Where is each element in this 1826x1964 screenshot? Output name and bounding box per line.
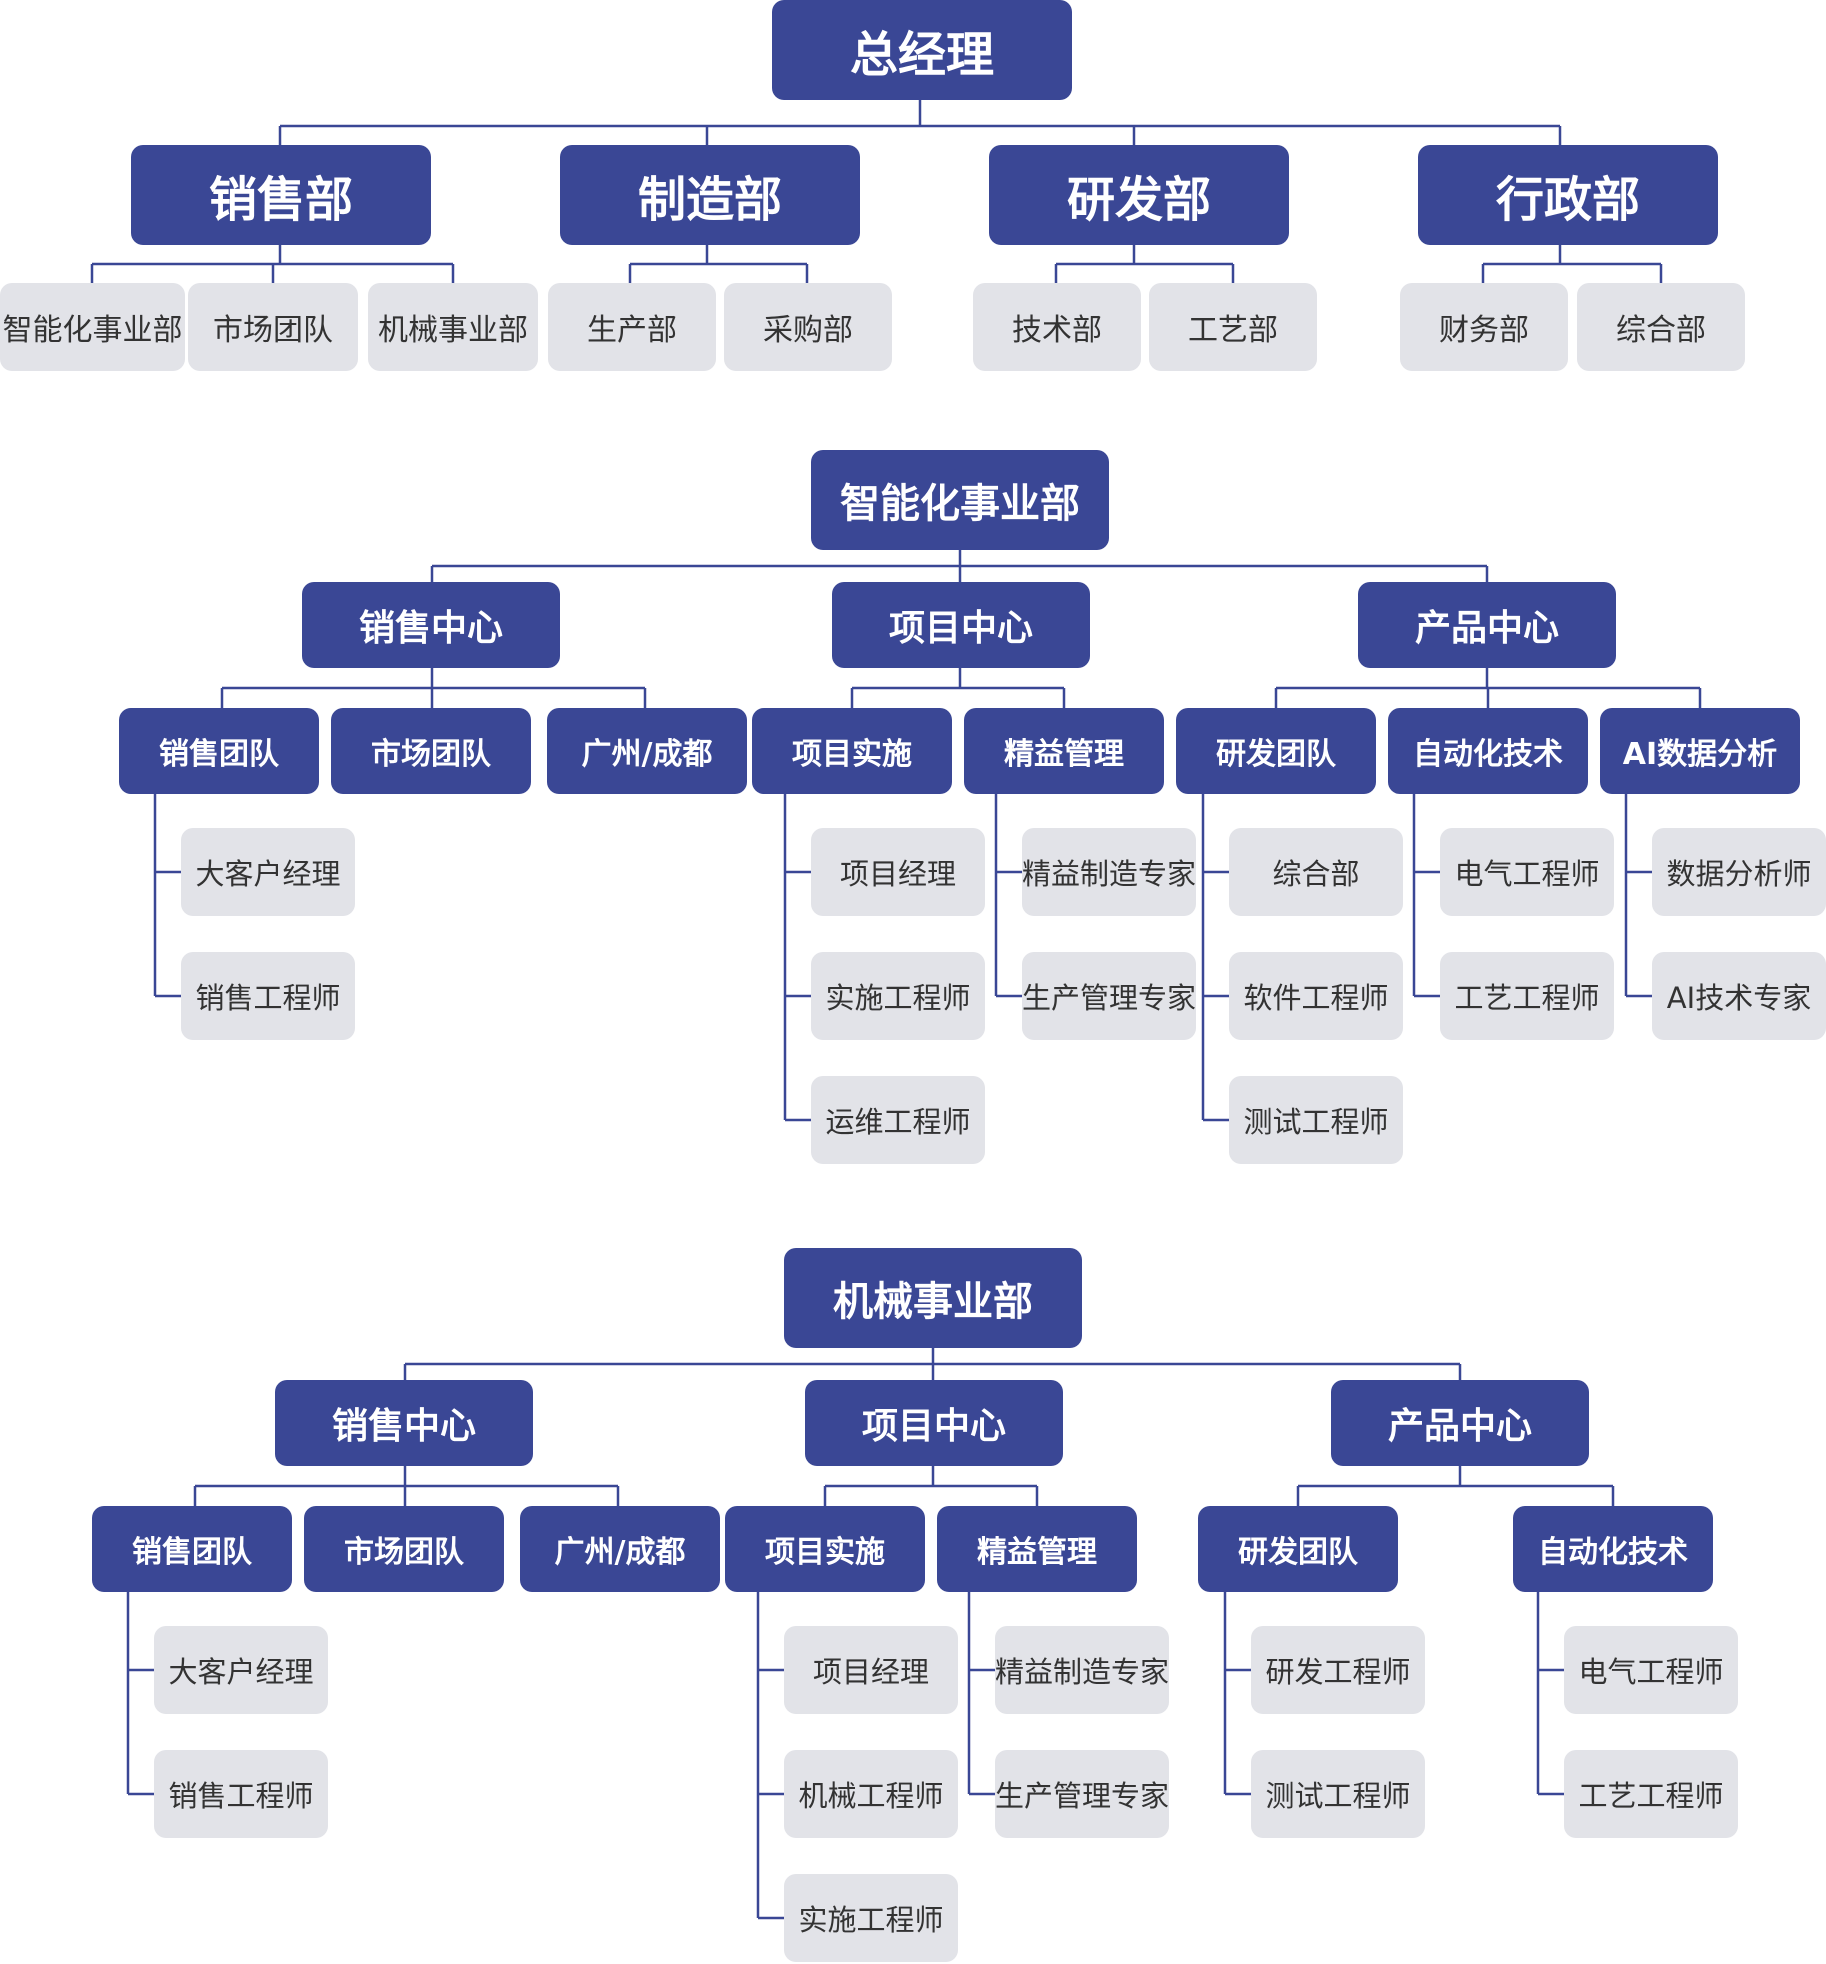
node-mech-center-product: 产品中心 [1331, 1380, 1589, 1466]
node-mech-team-implementation: 项目实施 [725, 1506, 925, 1592]
node-mech-role: 生产管理专家 [995, 1750, 1169, 1838]
node-smart-team-ai: AI数据分析 [1600, 708, 1800, 794]
node-mech-center-project: 项目中心 [805, 1380, 1063, 1466]
node-smart-team-rd: 研发团队 [1176, 708, 1376, 794]
node-mech-root: 机械事业部 [784, 1248, 1082, 1348]
node-dept-rd: 研发部 [989, 145, 1289, 245]
node-smart-role: 销售工程师 [181, 952, 355, 1040]
node-smart-role: 大客户经理 [181, 828, 355, 916]
node-sub-purchasing: 采购部 [724, 283, 892, 371]
node-sub-general-affairs: 综合部 [1577, 283, 1745, 371]
node-mech-role: 工艺工程师 [1564, 1750, 1738, 1838]
node-smart-role: 综合部 [1229, 828, 1403, 916]
node-smart-role: 数据分析师 [1652, 828, 1826, 916]
node-mech-center-sales: 销售中心 [275, 1380, 533, 1466]
node-dept-sales: 销售部 [131, 145, 431, 245]
node-sub-market-team: 市场团队 [188, 283, 358, 371]
node-smart-center-project: 项目中心 [832, 582, 1090, 668]
node-sub-technology: 技术部 [973, 283, 1141, 371]
node-mech-role: 项目经理 [784, 1626, 958, 1714]
node-dept-admin: 行政部 [1418, 145, 1718, 245]
node-sub-mech-division: 机械事业部 [368, 283, 538, 371]
node-mech-team-lean: 精益管理 [937, 1506, 1137, 1592]
node-smart-team-branch: 广州/成都 [547, 708, 747, 794]
node-smart-role: 项目经理 [811, 828, 985, 916]
node-mech-role: 机械工程师 [784, 1750, 958, 1838]
node-mech-role: 大客户经理 [154, 1626, 328, 1714]
node-smart-role: AI技术专家 [1652, 952, 1826, 1040]
node-smart-center-sales: 销售中心 [302, 582, 560, 668]
node-mech-role: 销售工程师 [154, 1750, 328, 1838]
node-mech-role: 实施工程师 [784, 1874, 958, 1962]
node-smart-role: 运维工程师 [811, 1076, 985, 1164]
node-dept-manufacturing: 制造部 [560, 145, 860, 245]
node-smart-role: 生产管理专家 [1022, 952, 1196, 1040]
node-sub-production: 生产部 [548, 283, 716, 371]
node-smart-role: 精益制造专家 [1022, 828, 1196, 916]
node-mech-role: 测试工程师 [1251, 1750, 1425, 1838]
node-smart-role: 电气工程师 [1440, 828, 1614, 916]
node-smart-team-automation: 自动化技术 [1388, 708, 1588, 794]
node-smart-role: 软件工程师 [1229, 952, 1403, 1040]
node-smart-role: 测试工程师 [1229, 1076, 1403, 1164]
node-sub-smart-division: 智能化事业部 [0, 283, 185, 371]
node-mech-team-market: 市场团队 [304, 1506, 504, 1592]
node-smart-role: 工艺工程师 [1440, 952, 1614, 1040]
node-sub-finance: 财务部 [1400, 283, 1568, 371]
node-smart-team-market: 市场团队 [331, 708, 531, 794]
node-mech-role: 研发工程师 [1251, 1626, 1425, 1714]
node-smart-team-sales: 销售团队 [119, 708, 319, 794]
node-mech-role: 精益制造专家 [995, 1626, 1169, 1714]
node-sub-process: 工艺部 [1149, 283, 1317, 371]
node-smart-role: 实施工程师 [811, 952, 985, 1040]
node-general-manager: 总经理 [772, 0, 1072, 100]
node-mech-team-rd: 研发团队 [1198, 1506, 1398, 1592]
node-mech-team-sales: 销售团队 [92, 1506, 292, 1592]
node-smart-root: 智能化事业部 [811, 450, 1109, 550]
node-mech-role: 电气工程师 [1564, 1626, 1738, 1714]
node-mech-team-automation: 自动化技术 [1513, 1506, 1713, 1592]
node-smart-center-product: 产品中心 [1358, 582, 1616, 668]
node-smart-team-implementation: 项目实施 [752, 708, 952, 794]
node-smart-team-lean: 精益管理 [964, 708, 1164, 794]
node-mech-team-branch: 广州/成都 [520, 1506, 720, 1592]
